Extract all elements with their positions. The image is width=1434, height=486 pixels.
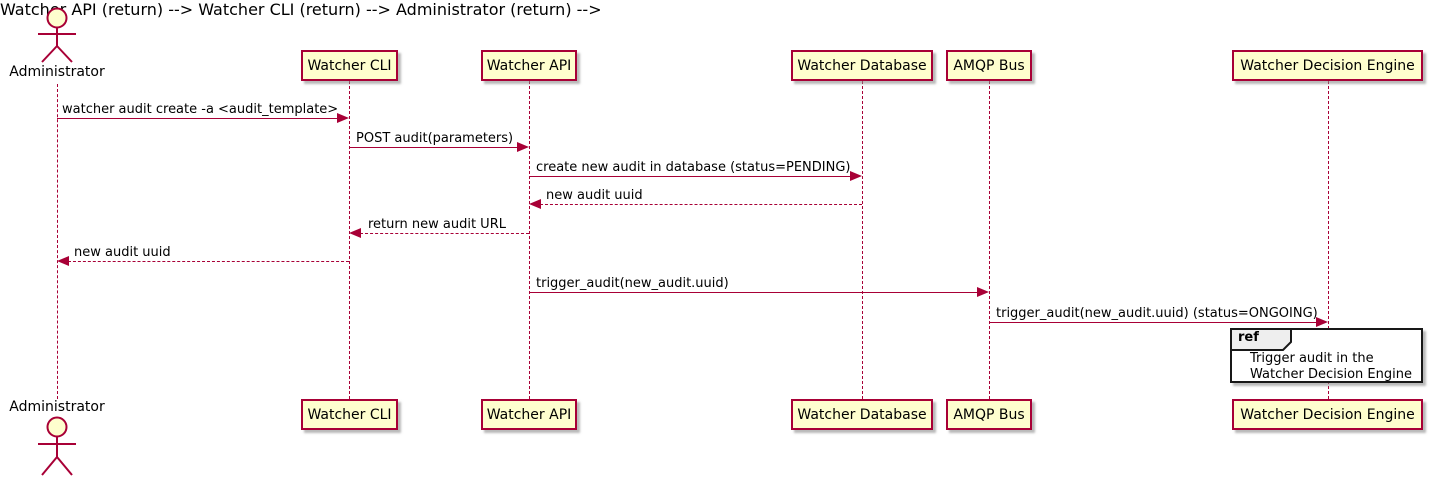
- actor-icon: [35, 415, 80, 479]
- message-2-label: POST audit(parameters): [356, 131, 514, 146]
- message-5-label: return new audit URL: [368, 217, 506, 232]
- message-3-line: [529, 176, 851, 177]
- lifeline-watcher-database: [862, 81, 863, 399]
- lifeline-watcher-decision-engine: [1328, 81, 1329, 399]
- arrowhead-left-icon: [529, 199, 541, 209]
- participant-top-watcher-database: Watcher Database: [791, 50, 933, 81]
- arrowhead-left-icon: [349, 228, 361, 238]
- lifeline-amqp-bus: [989, 81, 990, 399]
- participant-top-watcher-api: Watcher API: [481, 50, 577, 81]
- participant-top-amqp-bus: AMQP Bus: [946, 50, 1032, 81]
- participant-bottom-watcher-decision-engine: Watcher Decision Engine: [1232, 399, 1423, 430]
- actor-icon: [35, 5, 80, 65]
- message-7-line: [529, 292, 978, 293]
- ref-text: Trigger audit in the Watcher Decision En…: [1250, 351, 1412, 383]
- message-1-line: [57, 118, 338, 119]
- actor-label-bottom: Administrator: [9, 399, 105, 415]
- ref-keyword: ref: [1238, 330, 1259, 345]
- message-5-line: [360, 233, 529, 234]
- actor-label-top: Administrator: [9, 64, 105, 80]
- lifeline-watcher-cli: [349, 81, 350, 399]
- message-4-line: [540, 204, 862, 205]
- participant-top-watcher-cli: Watcher CLI: [301, 50, 398, 81]
- participant-top-watcher-decision-engine: Watcher Decision Engine: [1232, 50, 1423, 81]
- arrowhead-right-icon: [337, 113, 349, 123]
- arrowhead-right-icon: [850, 171, 862, 181]
- message-1-label: watcher audit create -a <audit_template>: [62, 102, 339, 117]
- participant-bottom-amqp-bus: AMQP Bus: [946, 399, 1032, 430]
- message-7-label: trigger_audit(new_audit.uuid): [536, 276, 729, 291]
- ref-tab-icon: ref: [1230, 328, 1294, 352]
- arrowhead-right-icon: [977, 287, 989, 297]
- ref-fragment: ref Trigger audit in the Watcher Decisio…: [1230, 328, 1423, 383]
- participant-bottom-watcher-api: Watcher API: [481, 399, 577, 430]
- ref-text-line-2: Watcher Decision Engine: [1250, 367, 1412, 382]
- message-8-label: trigger_audit(new_audit.uuid) (status=ON…: [996, 306, 1318, 321]
- message-6-label: new audit uuid: [74, 245, 171, 260]
- ref-text-line-1: Trigger audit in the: [1250, 351, 1374, 366]
- participant-bottom-watcher-cli: Watcher CLI: [301, 399, 398, 430]
- message-4-label: new audit uuid: [546, 188, 643, 203]
- participant-bottom-watcher-database: Watcher Database: [791, 399, 933, 430]
- message-3-label: create new audit in database (status=PEN…: [536, 160, 851, 175]
- lifeline-administrator: [57, 84, 58, 399]
- message-6-line: [68, 261, 349, 262]
- arrowhead-left-icon: [57, 256, 69, 266]
- message-2-line: [349, 147, 518, 148]
- arrowhead-right-icon: [517, 142, 529, 152]
- arrowhead-right-icon: [1316, 317, 1328, 327]
- lifeline-watcher-api: [529, 81, 530, 399]
- message-8-line: [989, 322, 1317, 323]
